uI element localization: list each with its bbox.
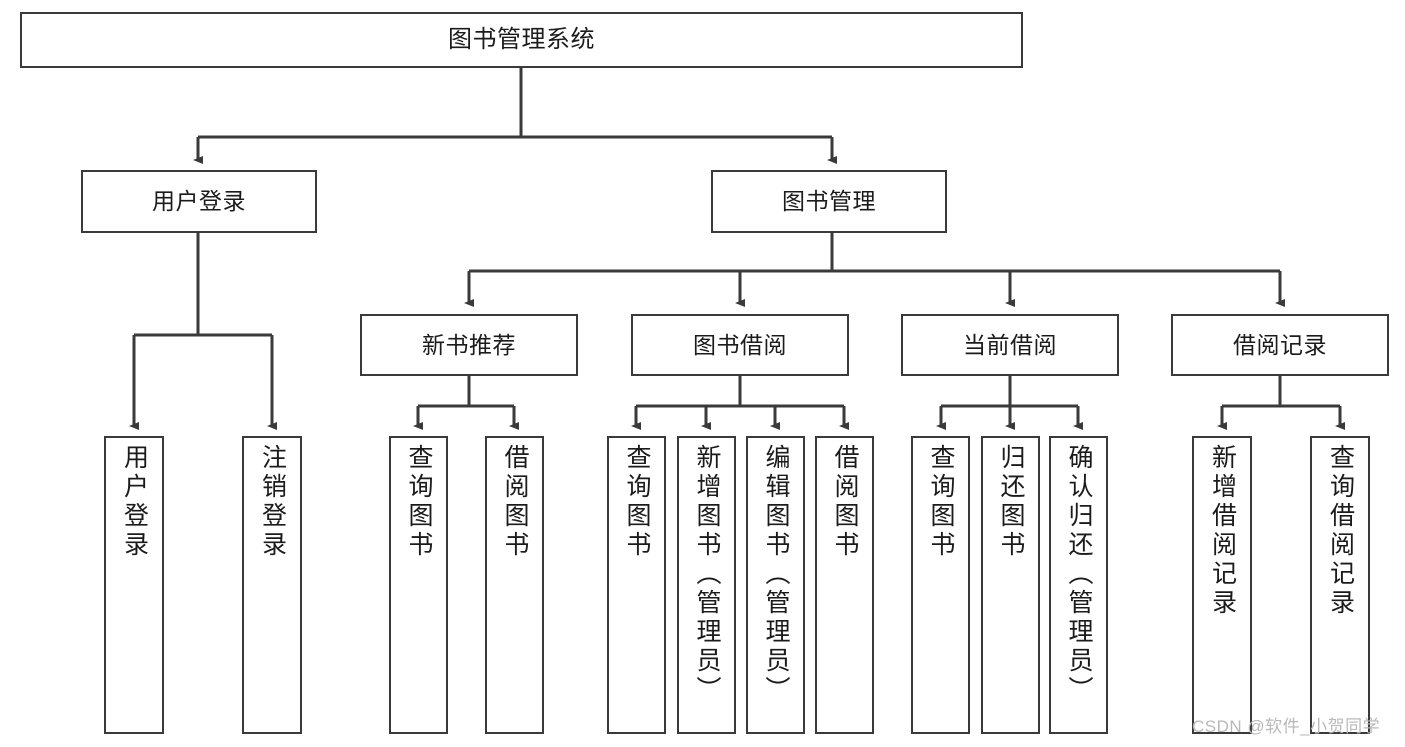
node-leaf-query-book-2[interactable]: 查询图书 [607, 436, 666, 734]
node-book-manage-label: 图书管理 [782, 188, 876, 215]
node-user-login-label: 用户登录 [152, 188, 246, 215]
node-book-borrow[interactable]: 图书借阅 [631, 314, 849, 376]
node-book-manage[interactable]: 图书管理 [711, 170, 947, 233]
node-leaf-add-book[interactable]: 新增图书（管理员） [677, 436, 736, 734]
node-leaf-user-login-label: 用户登录 [120, 444, 149, 560]
node-root[interactable]: 图书管理系统 [20, 12, 1023, 68]
node-borrow-record-label: 借阅记录 [1233, 331, 1327, 358]
node-leaf-query-record[interactable]: 查询借阅记录 [1310, 436, 1370, 734]
node-borrow-record[interactable]: 借阅记录 [1171, 314, 1389, 376]
node-leaf-query-book-3-label: 查询图书 [927, 444, 955, 560]
node-leaf-logout-login[interactable]: 注销登录 [242, 436, 302, 734]
node-leaf-query-book-2-label: 查询图书 [623, 444, 651, 560]
watermark: CSDN @软件_小贺同学 [1192, 717, 1381, 736]
node-user-login[interactable]: 用户登录 [81, 170, 317, 233]
node-leaf-confirm-return-label: 确认归还（管理员） [1065, 444, 1093, 705]
node-root-label: 图书管理系统 [448, 26, 595, 54]
node-leaf-confirm-return[interactable]: 确认归还（管理员） [1049, 436, 1108, 734]
node-leaf-add-record-label: 新增借阅记录 [1208, 444, 1237, 618]
node-leaf-edit-book-label: 编辑图书（管理员） [762, 444, 790, 705]
node-leaf-return-book[interactable]: 归还图书 [981, 436, 1040, 734]
node-leaf-add-record[interactable]: 新增借阅记录 [1192, 436, 1252, 734]
node-leaf-query-book-1[interactable]: 查询图书 [389, 436, 448, 734]
node-leaf-add-book-label: 新增图书（管理员） [693, 444, 721, 705]
node-leaf-user-login[interactable]: 用户登录 [104, 436, 164, 734]
node-current-borrow[interactable]: 当前借阅 [901, 314, 1119, 376]
node-leaf-edit-book[interactable]: 编辑图书（管理员） [746, 436, 805, 734]
node-leaf-borrow-book-1[interactable]: 借阅图书 [485, 436, 544, 734]
node-leaf-query-book-3[interactable]: 查询图书 [911, 436, 970, 734]
node-new-book-recommend-label: 新书推荐 [422, 331, 516, 358]
node-new-book-recommend[interactable]: 新书推荐 [360, 314, 578, 376]
node-leaf-borrow-book-1-label: 借阅图书 [501, 444, 529, 560]
node-leaf-logout-login-label: 注销登录 [258, 444, 287, 560]
node-book-borrow-label: 图书借阅 [693, 331, 787, 358]
node-leaf-return-book-label: 归还图书 [997, 444, 1025, 560]
node-leaf-borrow-book-2-label: 借阅图书 [831, 444, 859, 560]
node-current-borrow-label: 当前借阅 [963, 331, 1057, 358]
node-leaf-borrow-book-2[interactable]: 借阅图书 [815, 436, 874, 734]
node-leaf-query-book-1-label: 查询图书 [405, 444, 433, 560]
node-leaf-query-record-label: 查询借阅记录 [1326, 444, 1355, 618]
